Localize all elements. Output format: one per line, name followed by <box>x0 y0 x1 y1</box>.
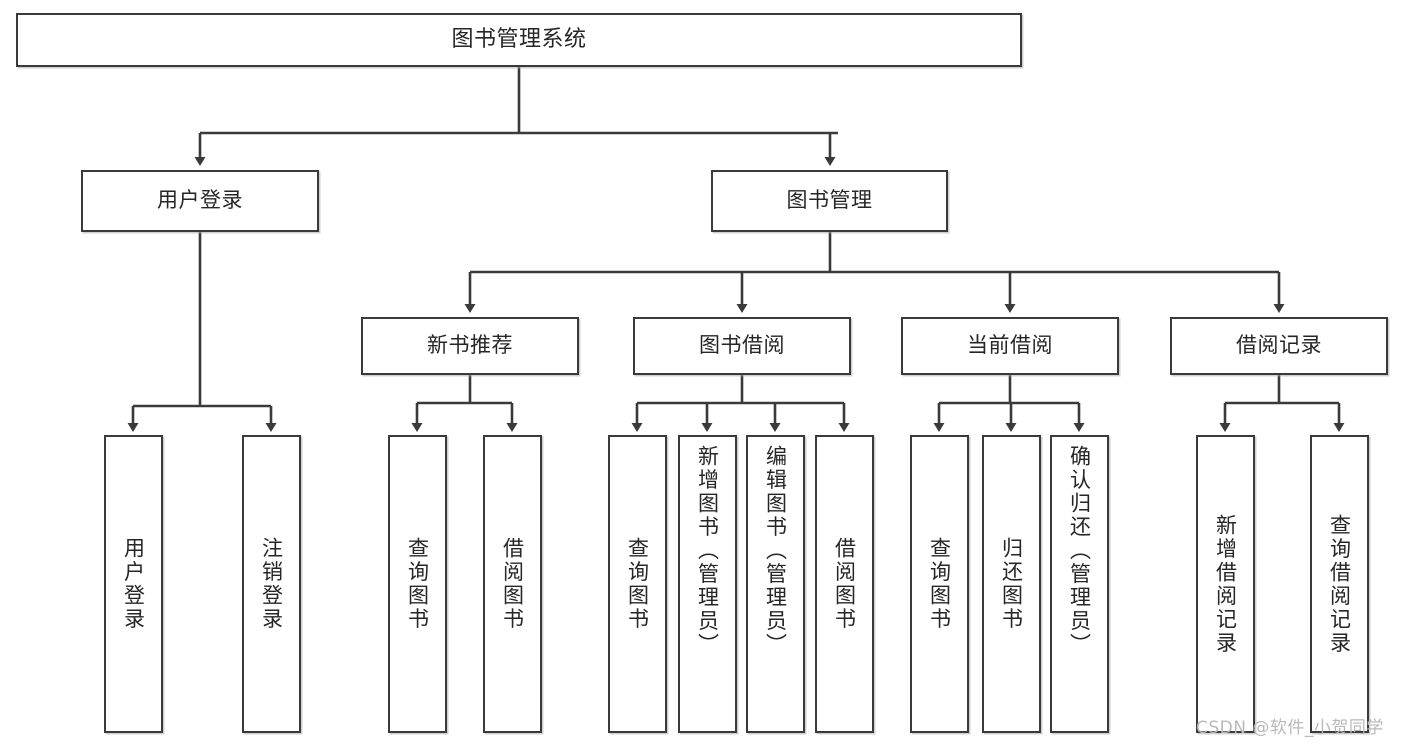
node-leaf-query-book-2-label: 查询图书 <box>625 537 650 631</box>
node-leaf-query-book-2[interactable]: 查询图书 <box>608 435 667 733</box>
node-book-manage[interactable]: 图书管理 <box>711 170 948 232</box>
node-leaf-borrow-book-2[interactable]: 借阅图书 <box>815 435 874 733</box>
node-leaf-return-book-label: 归还图书 <box>999 537 1024 631</box>
node-leaf-user-login-label: 用户登录 <box>121 537 146 631</box>
node-leaf-borrow-book-2-label: 借阅图书 <box>832 537 857 631</box>
node-new-book-recommend-label: 新书推荐 <box>427 333 513 358</box>
node-leaf-borrow-book-1-label: 借阅图书 <box>500 537 525 631</box>
node-book-borrow[interactable]: 图书借阅 <box>633 317 851 375</box>
node-leaf-add-book-label: 新增图书（管理员） <box>695 445 720 657</box>
node-current-borrow[interactable]: 当前借阅 <box>901 317 1119 375</box>
node-leaf-edit-book[interactable]: 编辑图书（管理员） <box>746 435 805 733</box>
node-leaf-query-record-label: 查询借阅记录 <box>1327 513 1352 655</box>
node-current-borrow-label: 当前借阅 <box>967 333 1053 358</box>
node-new-book-recommend[interactable]: 新书推荐 <box>361 317 579 375</box>
node-leaf-query-book-3[interactable]: 查询图书 <box>910 435 969 733</box>
node-leaf-logout[interactable]: 注销登录 <box>242 435 301 733</box>
csdn-watermark: CSDN @软件_小贺同学 <box>1196 718 1384 738</box>
node-leaf-return-book[interactable]: 归还图书 <box>982 435 1041 733</box>
node-book-borrow-label: 图书借阅 <box>699 333 785 358</box>
node-user-login[interactable]: 用户登录 <box>81 170 319 232</box>
node-leaf-borrow-book-1[interactable]: 借阅图书 <box>483 435 542 733</box>
node-book-manage-label: 图书管理 <box>786 188 873 213</box>
node-leaf-query-record[interactable]: 查询借阅记录 <box>1310 435 1369 733</box>
node-leaf-user-login[interactable]: 用户登录 <box>104 435 163 733</box>
node-leaf-add-record-label: 新增借阅记录 <box>1213 513 1238 655</box>
node-borrow-record-label: 借阅记录 <box>1236 333 1322 358</box>
node-user-login-label: 用户登录 <box>157 188 243 213</box>
node-leaf-edit-book-label: 编辑图书（管理员） <box>763 445 788 657</box>
node-leaf-query-book-3-label: 查询图书 <box>927 537 952 631</box>
node-leaf-query-book-1[interactable]: 查询图书 <box>388 435 447 733</box>
node-root-label: 图书管理系统 <box>451 26 587 52</box>
node-leaf-add-book[interactable]: 新增图书（管理员） <box>678 435 737 733</box>
node-leaf-logout-label: 注销登录 <box>259 537 284 631</box>
node-leaf-confirm-return[interactable]: 确认归还（管理员） <box>1050 435 1109 733</box>
node-leaf-add-record[interactable]: 新增借阅记录 <box>1196 435 1255 733</box>
node-borrow-record[interactable]: 借阅记录 <box>1170 317 1388 375</box>
node-leaf-query-book-1-label: 查询图书 <box>405 537 430 631</box>
node-root[interactable]: 图书管理系统 <box>16 13 1022 67</box>
node-leaf-confirm-return-label: 确认归还（管理员） <box>1067 445 1092 657</box>
